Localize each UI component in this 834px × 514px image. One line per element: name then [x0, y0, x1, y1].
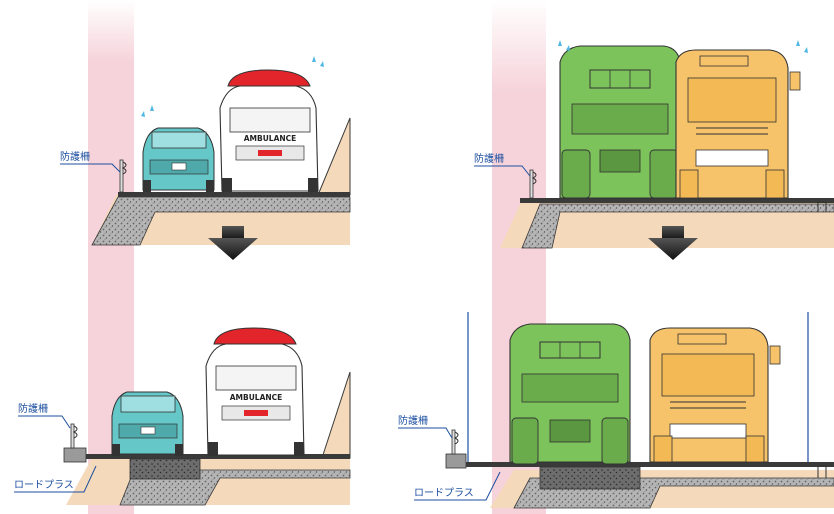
guardrail-post-icon	[119, 159, 127, 193]
down-arrow-icon	[208, 226, 258, 260]
roadplus-label: ロードプラス	[414, 487, 474, 499]
panel-bottom-left: AMBULANCE	[63, 327, 351, 506]
guardrail-label: 防護柵	[474, 152, 504, 165]
guardrail-post-icon	[70, 423, 78, 449]
road-surface	[118, 192, 350, 197]
guardrail-callout-bottom-left: 防護柵	[18, 402, 71, 429]
roadplus-callout-bottom-right: ロードプラス	[414, 471, 501, 501]
orange-truck-top-right	[675, 49, 801, 199]
sweat-drop-icon	[141, 105, 154, 117]
road-surface	[86, 454, 350, 459]
guardrail-post-icon	[451, 429, 459, 455]
ambulance-top-left: AMBULANCE	[219, 69, 319, 192]
guardrail-callout-top-left: 防護柵	[60, 150, 121, 173]
guardrail-label: 防護柵	[60, 150, 90, 163]
green-truck-bottom-right	[509, 323, 631, 465]
curb	[817, 465, 827, 478]
guardrail-label: 防護柵	[18, 402, 48, 415]
orange-truck-bottom-right	[649, 327, 781, 463]
down-arrow-icon	[648, 226, 698, 260]
guardrail-callout-bottom-right: 防護柵	[398, 414, 453, 439]
green-truck-top-right	[559, 45, 681, 199]
ambulance-label: AMBULANCE	[230, 393, 283, 402]
road-surface	[466, 462, 834, 467]
car-bottom-left	[111, 391, 184, 456]
guardrail-post-icon	[529, 169, 537, 199]
roadplus-foundation	[129, 458, 201, 480]
ambulance-label: AMBULANCE	[244, 134, 297, 143]
roadplus-foundation	[539, 466, 641, 490]
panel-top-left: AMBULANCE	[91, 56, 351, 246]
ambulance-bottom-left: AMBULANCE	[205, 327, 305, 456]
ground-slope	[321, 371, 351, 459]
curb	[817, 201, 827, 212]
ground-slope	[317, 117, 351, 196]
panel-top-right	[500, 40, 834, 249]
guardrail-callout-top-right: 防護柵	[474, 152, 531, 177]
guardrail-label: 防護柵	[398, 414, 428, 427]
road-surface	[520, 198, 834, 203]
sweat-drop-icon	[558, 40, 808, 53]
roadplus-label: ロードプラス	[14, 479, 74, 491]
car-top-left	[142, 127, 215, 192]
roadplus-callout-bottom-left: ロードプラス	[14, 465, 97, 493]
gravel-base	[521, 203, 834, 249]
panel-bottom-right	[445, 312, 834, 509]
sweat-drop-icon	[312, 56, 324, 67]
roadplus-block	[63, 447, 87, 463]
roadplus-block	[445, 453, 467, 469]
